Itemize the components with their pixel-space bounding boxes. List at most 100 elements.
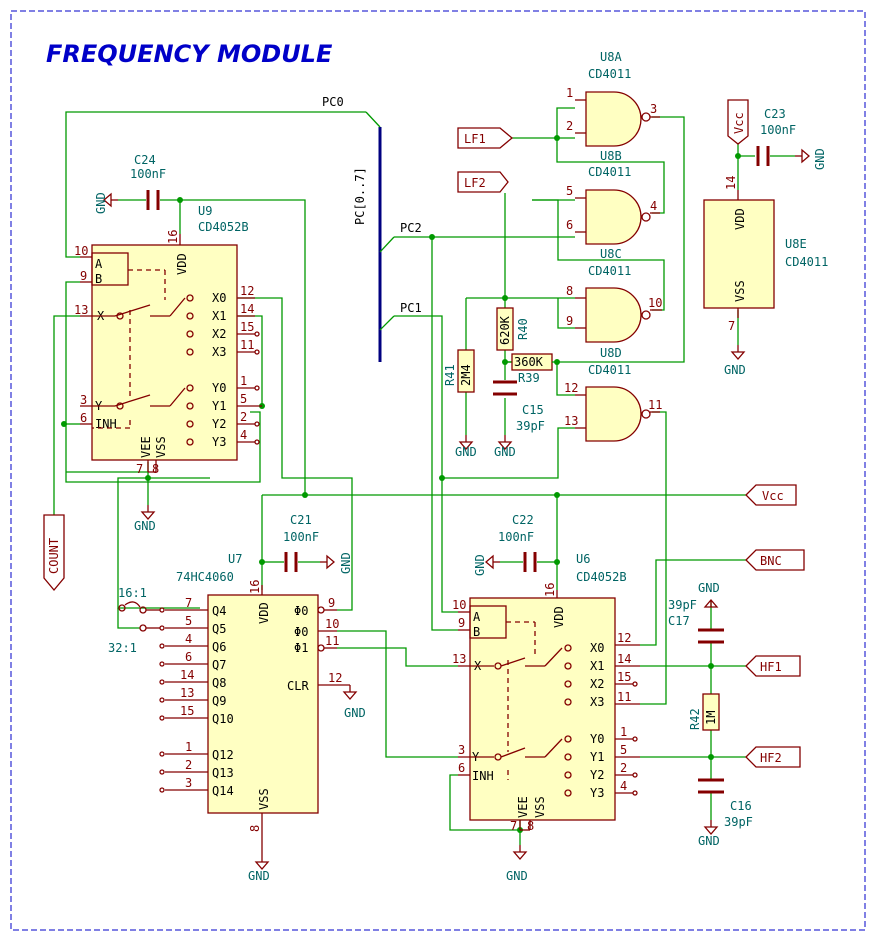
svg-text:11: 11 <box>648 398 662 412</box>
svg-text:11: 11 <box>325 634 339 648</box>
svg-text:VSS: VSS <box>154 436 168 458</box>
gnd-u6: GND <box>506 869 528 883</box>
svg-text:Φ0: Φ0 <box>294 625 308 639</box>
svg-text:3: 3 <box>80 393 87 407</box>
svg-text:6: 6 <box>458 761 465 775</box>
c15-capacitor <box>493 380 517 396</box>
svg-text:4: 4 <box>185 632 192 646</box>
gnd-c17: GND <box>698 581 720 595</box>
svg-text:4: 4 <box>620 779 627 793</box>
gnd-c24: GND <box>94 192 108 214</box>
svg-text:5: 5 <box>566 184 573 198</box>
c23-ref: C23 <box>764 107 786 121</box>
hf1-label <box>745 655 801 677</box>
c24-capacitor <box>103 190 160 210</box>
svg-text:14: 14 <box>724 176 738 190</box>
svg-text:10: 10 <box>325 617 339 631</box>
svg-text:6: 6 <box>80 411 87 425</box>
count-label <box>43 514 65 592</box>
vcc-top-text: Vcc <box>732 112 746 134</box>
c22-capacitor <box>485 552 545 572</box>
page-title: FREQUENCY MODULE <box>46 40 333 68</box>
c22-ref: C22 <box>512 513 534 527</box>
svg-text:9: 9 <box>80 269 87 283</box>
svg-text:VDD: VDD <box>175 253 189 275</box>
svg-text:Y1: Y1 <box>590 750 604 764</box>
svg-text:7: 7 <box>510 819 517 833</box>
gnd-c15: GND <box>494 445 516 459</box>
svg-text:X3: X3 <box>212 345 226 359</box>
svg-text:Q4: Q4 <box>212 604 226 618</box>
svg-text:X0: X0 <box>212 291 226 305</box>
gnd-c23: GND <box>813 148 827 170</box>
svg-text:Y3: Y3 <box>212 435 226 449</box>
c21-capacitor <box>272 552 335 572</box>
svg-text:1: 1 <box>185 740 192 754</box>
lf2-text: LF2 <box>464 176 486 190</box>
svg-text:1: 1 <box>620 725 627 739</box>
jumper-opt1: 16:1 <box>118 586 147 600</box>
vcc-top-label <box>727 99 749 145</box>
svg-text:CLR: CLR <box>287 679 309 693</box>
gnd-c16: GND <box>698 834 720 848</box>
svg-text:VSS: VSS <box>257 788 271 810</box>
svg-text:13: 13 <box>452 652 466 666</box>
svg-text:8: 8 <box>527 819 534 833</box>
svg-text:9: 9 <box>328 596 335 610</box>
r39-ref: R39 <box>518 371 540 385</box>
count-text: COUNT <box>47 538 61 574</box>
r41-resistor <box>457 349 475 393</box>
u8d-value: CD4011 <box>588 363 631 377</box>
svg-text:13: 13 <box>180 686 194 700</box>
gnd-u7-clr: GND <box>344 706 366 720</box>
svg-text:15: 15 <box>617 670 631 684</box>
svg-text:Q14: Q14 <box>212 784 234 798</box>
svg-text:VSS: VSS <box>733 280 747 302</box>
svg-text:12: 12 <box>240 284 254 298</box>
svg-text:Y2: Y2 <box>212 417 226 431</box>
svg-text:16: 16 <box>166 230 180 244</box>
c15-value: 39pF <box>516 419 545 433</box>
svg-text:7: 7 <box>185 596 192 610</box>
ratio-jumper[interactable] <box>117 601 160 632</box>
r41-value: 2M4 <box>459 364 473 386</box>
u8c-ref: U8C <box>600 247 622 261</box>
r42-ref: R42 <box>688 708 702 730</box>
u8b-value: CD4011 <box>588 165 631 179</box>
svg-text:8: 8 <box>566 284 573 298</box>
svg-text:8: 8 <box>152 462 159 476</box>
svg-text:Φ0: Φ0 <box>294 604 308 618</box>
r42-resistor <box>702 693 720 731</box>
svg-text:14: 14 <box>180 668 194 682</box>
c24-value: 100nF <box>130 167 166 181</box>
svg-text:VEE: VEE <box>139 436 153 458</box>
svg-text:Q7: Q7 <box>212 658 226 672</box>
svg-text:A: A <box>473 610 481 624</box>
svg-text:15: 15 <box>180 704 194 718</box>
svg-text:X1: X1 <box>212 309 226 323</box>
svg-text:Y0: Y0 <box>590 732 604 746</box>
svg-text:7: 7 <box>136 462 143 476</box>
svg-text:Y1: Y1 <box>212 399 226 413</box>
c17-value: 39pF <box>668 598 697 612</box>
u7-ref: U7 <box>228 552 242 566</box>
u8e-ref: U8E <box>785 237 807 251</box>
net-pc0: PC0 <box>322 95 344 109</box>
u8d-nand: 12 13 11 <box>564 381 662 442</box>
svg-text:11: 11 <box>617 690 631 704</box>
gnd-r41: GND <box>455 445 477 459</box>
hf2-label <box>745 746 801 768</box>
sheet-frame <box>10 10 866 931</box>
svg-text:5: 5 <box>185 614 192 628</box>
svg-text:B: B <box>473 625 480 639</box>
u8c-value: CD4011 <box>588 264 631 278</box>
bnc-label <box>745 549 805 571</box>
c16-ref: C16 <box>730 799 752 813</box>
u8a-nand: 1 2 3 <box>566 86 660 147</box>
bnc-text: BNC <box>760 554 782 568</box>
u8a-ref: U8A <box>600 50 622 64</box>
svg-text:3: 3 <box>650 102 657 116</box>
gnd-u8e-symbol <box>731 344 745 360</box>
svg-text:6: 6 <box>185 650 192 664</box>
